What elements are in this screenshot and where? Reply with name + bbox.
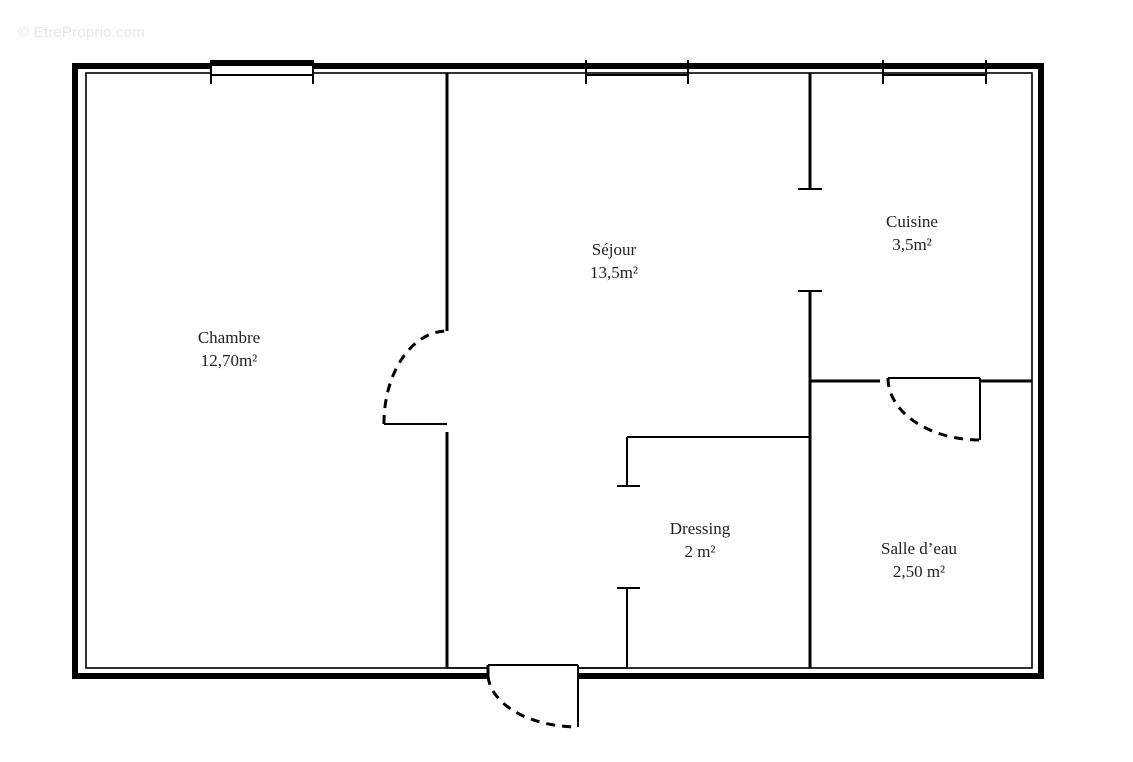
window-cuisine [882,60,987,84]
door-salle-deau [886,377,981,442]
window-sejour [585,60,689,84]
room-area: 3,5m² [892,235,932,254]
door-chambre [382,329,448,425]
room-name: Cuisine [886,212,938,231]
room-name: Salle d’eau [881,539,957,558]
room-sejour: Séjour 13,5m² [590,238,638,284]
room-area: 12,70m² [200,351,258,370]
window-chambre [210,60,314,84]
room-dressing: Dressing 2 m² [670,517,730,563]
room-cuisine: Cuisine 3,5m² [886,210,938,256]
watermark: © EtreProprio.com [18,24,145,41]
room-area: 2,50 m² [892,562,946,581]
room-name: Dressing [669,519,731,538]
room-area: 2 m² [684,542,716,561]
room-area: 13,5m² [589,263,639,282]
room-name: Séjour [591,240,637,259]
room-salle-deau: Salle d’eau 2,50 m² [881,537,957,583]
door-entree [447,662,627,729]
room-name: Chambre [197,328,261,347]
room-chambre: Chambre 12,70m² [198,326,260,372]
